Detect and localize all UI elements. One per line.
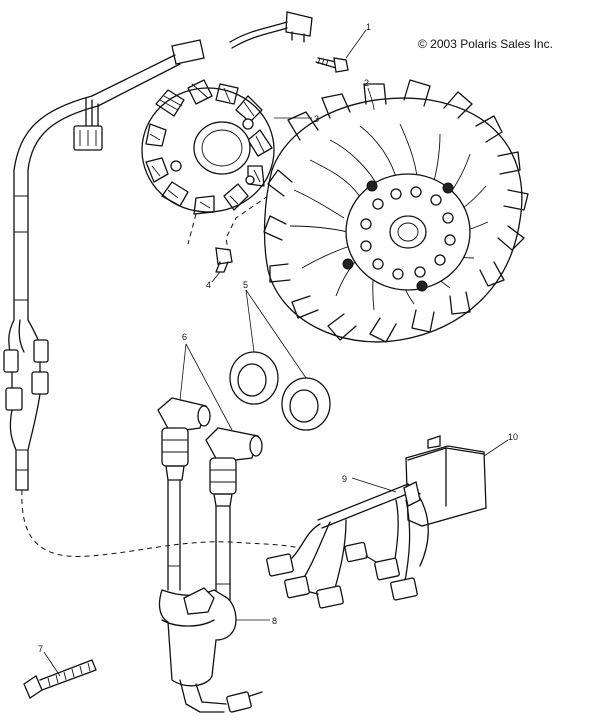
callout-3: 3 <box>314 114 319 124</box>
plug-cap-6-right <box>205 427 263 507</box>
stator <box>141 79 275 215</box>
ht-leads <box>167 479 231 605</box>
callout-7: 7 <box>38 644 43 654</box>
bolt-7 <box>23 659 97 699</box>
callout-2: 2 <box>364 78 369 88</box>
callout-9: 9 <box>342 474 347 484</box>
ignition-coil <box>158 587 263 713</box>
plug-cap-6-left <box>157 397 211 481</box>
callout-8: 8 <box>272 616 277 626</box>
callout-10: 10 <box>508 432 518 442</box>
flywheel <box>263 79 529 343</box>
screw-1 <box>315 57 349 73</box>
bushing-5-lower <box>281 377 331 431</box>
bushing-5-upper <box>229 351 279 405</box>
wiring-harness <box>3 11 313 557</box>
screw-4 <box>215 247 233 273</box>
callout-1: 1 <box>366 22 371 32</box>
callout-6: 6 <box>182 332 187 342</box>
harness-9 <box>266 481 429 609</box>
leader-lines <box>43 29 509 677</box>
callout-4: 4 <box>206 280 211 290</box>
cdi-box <box>405 435 487 527</box>
callout-5: 5 <box>243 280 248 290</box>
copyright-text: © 2003 Polaris Sales Inc. <box>418 37 553 51</box>
